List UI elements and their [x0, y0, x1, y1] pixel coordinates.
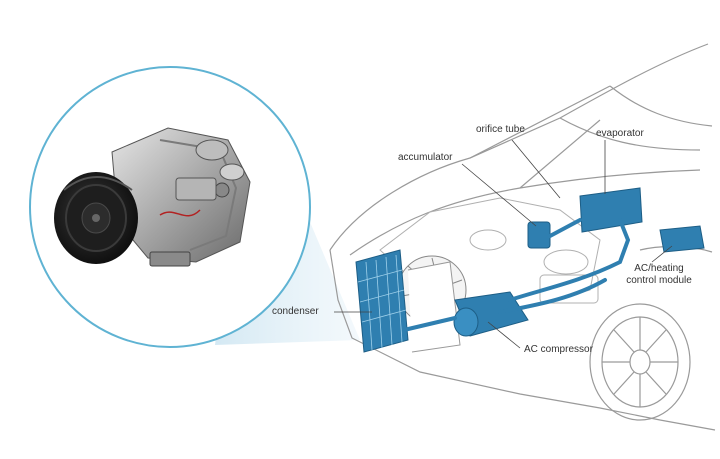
evaporator-label: evaporator	[596, 128, 644, 139]
evaporator-part	[579, 187, 643, 233]
car-outline	[329, 43, 716, 431]
condenser-label: condenser	[272, 306, 319, 317]
compressor-closeup-illustration	[54, 127, 251, 267]
accumulator-part	[527, 221, 551, 249]
ac-heating-label-line1: AC/heating	[634, 263, 684, 274]
refrigerant-lines	[402, 218, 631, 332]
control-module-part	[659, 225, 705, 253]
ac-heating-control-module-label: AC/heating control module	[614, 263, 704, 287]
ac-compressor-part	[453, 291, 529, 337]
ac-heating-label-line2: control module	[626, 275, 692, 286]
orifice-tube-label: orifice tube	[476, 124, 525, 135]
ac-compressor-label: AC compressor	[524, 344, 593, 355]
front-wheel	[589, 303, 691, 421]
accumulator-label: accumulator	[398, 152, 453, 163]
condenser-unit	[355, 249, 461, 353]
leader-lines	[334, 139, 673, 349]
